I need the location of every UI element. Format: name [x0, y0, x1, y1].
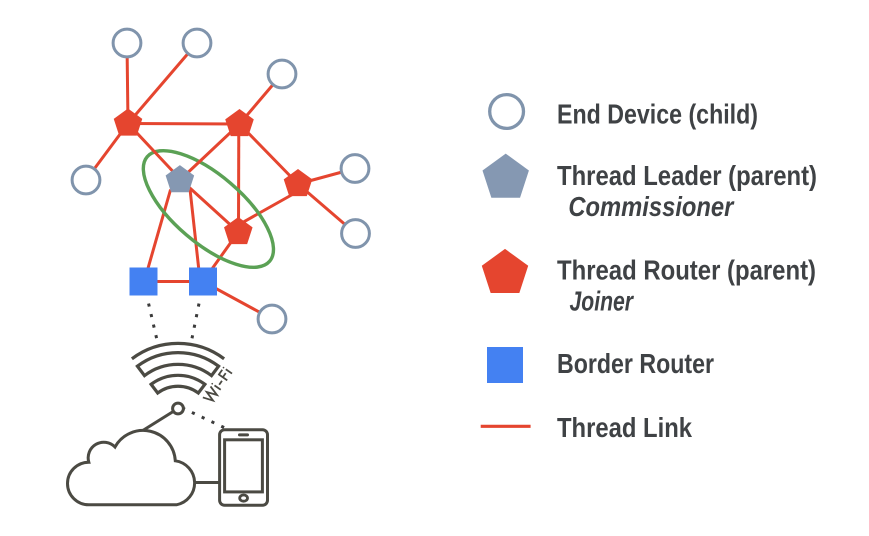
svg-text:Thread Leader (parent): Thread Leader (parent)	[557, 160, 817, 191]
svg-text:Commissioner: Commissioner	[568, 191, 735, 222]
svg-text:Joiner: Joiner	[570, 286, 635, 317]
svg-text:Thread Router (parent): Thread Router (parent)	[557, 255, 816, 286]
svg-text:Thread Link: Thread Link	[557, 412, 692, 443]
svg-text:Border Router: Border Router	[557, 348, 714, 379]
svg-text:End Device (child): End Device (child)	[557, 99, 758, 130]
